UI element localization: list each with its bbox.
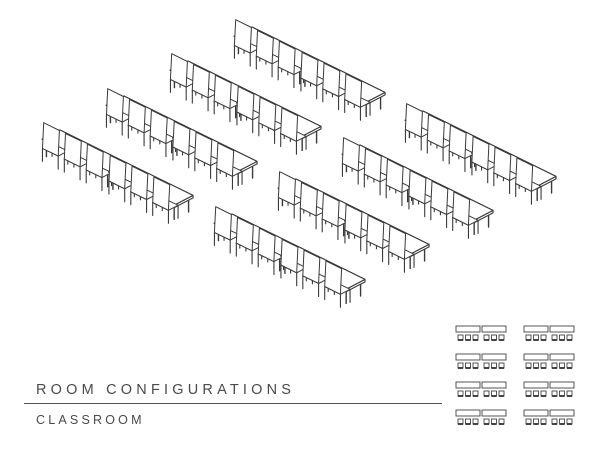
chair — [85, 143, 113, 192]
chair — [194, 131, 221, 180]
configuration-subtitle: CLASSROOM — [36, 413, 145, 427]
chair — [41, 122, 69, 170]
chair — [235, 217, 263, 265]
legend-row-plan — [455, 381, 507, 397]
legend-row-plan — [523, 409, 575, 425]
legend-row-plan — [523, 353, 575, 369]
chair — [448, 124, 476, 173]
chair — [63, 133, 91, 181]
chair — [280, 238, 307, 287]
chair — [280, 107, 307, 155]
chair — [363, 148, 391, 196]
chair — [216, 142, 243, 190]
chair — [277, 171, 305, 219]
chair — [300, 51, 327, 100]
chair — [257, 227, 285, 276]
table-row — [233, 19, 386, 121]
chair — [426, 114, 454, 162]
chair — [366, 214, 393, 263]
page-title: ROOM CONFIGURATIONS — [36, 382, 296, 398]
table-row — [341, 137, 494, 239]
chair — [213, 206, 241, 254]
legend-row-plan — [455, 409, 507, 425]
chair — [149, 109, 177, 158]
chair — [302, 249, 329, 298]
legend-row-plan — [455, 325, 507, 341]
table-row — [105, 88, 258, 190]
chair — [408, 169, 435, 218]
table-row — [169, 53, 322, 155]
left-seating-block — [41, 19, 386, 224]
chair — [324, 260, 351, 308]
chair — [258, 96, 285, 145]
right-seating-block — [213, 103, 557, 308]
table-row — [41, 122, 194, 224]
table-row — [277, 171, 430, 273]
table-row — [213, 206, 366, 308]
classroom-floor-plan-legend — [455, 325, 575, 425]
chair — [108, 154, 135, 203]
chair — [388, 225, 415, 273]
chair — [344, 73, 371, 121]
chair — [213, 74, 241, 123]
chair — [430, 180, 457, 229]
chair — [515, 157, 542, 205]
chair — [255, 30, 283, 78]
chair — [493, 146, 520, 195]
chair — [385, 158, 413, 207]
chair — [105, 88, 133, 136]
chair — [322, 62, 349, 111]
legend-row-plan — [455, 353, 507, 369]
legend-row-plan — [523, 325, 575, 341]
chair — [152, 176, 179, 224]
chair — [127, 99, 155, 147]
table-row — [404, 103, 557, 205]
chair — [172, 120, 199, 169]
chair — [191, 64, 219, 112]
title-divider — [24, 403, 442, 404]
chair — [452, 191, 479, 239]
chair — [341, 137, 369, 185]
legend-row-plan — [523, 381, 575, 397]
